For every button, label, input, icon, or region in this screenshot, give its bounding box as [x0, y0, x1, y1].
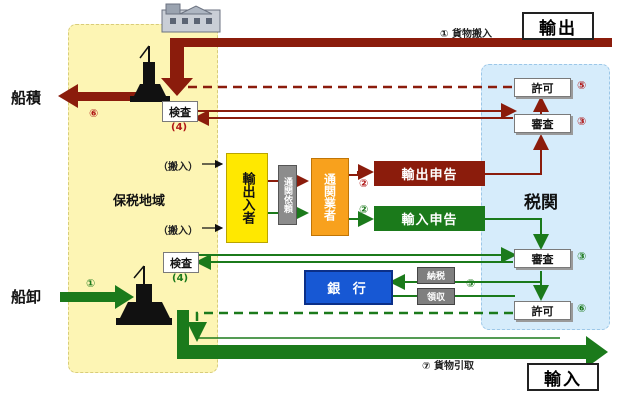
import-declaration-box: 輸入申告 — [374, 206, 485, 231]
cargo-out-label: ⑦ 貨物引取 — [422, 361, 474, 372]
warehouse-icon — [161, 3, 221, 33]
export-decl-to-review — [485, 134, 549, 175]
unloading-label: 船卸 — [11, 288, 42, 306]
broker-request-box: 通関依頼 — [278, 165, 297, 225]
import-main-arrow — [177, 310, 608, 368]
step-3-top: ③ — [577, 115, 587, 128]
review-bottom-box: 審査 — [514, 249, 571, 268]
import-permit-dashed — [187, 311, 513, 342]
inspection-bottom: 検査 — [163, 252, 199, 273]
permit-bottom-box: 許可 — [514, 301, 571, 320]
step-6-bottom: ⑥ — [577, 302, 587, 315]
carry-in-label-2: （搬入） — [158, 226, 198, 237]
bonded-area-label: 保税地域 — [113, 194, 166, 209]
importer-exporter-box: 輸出入者 — [226, 153, 268, 243]
step-2-export: ② — [359, 177, 369, 190]
customs-broker-box: 通関業者 — [311, 158, 349, 236]
step-3-bottom: ③ — [577, 250, 587, 263]
customs-label: 税関 — [524, 193, 558, 213]
tax-payment-box: 納税 — [417, 267, 455, 284]
inspection-top: 検査 — [162, 101, 198, 122]
crane-icon — [116, 265, 172, 325]
cargo-in-label: ① 貨物搬入 — [440, 29, 492, 40]
inspection-top-num: (4) — [171, 122, 188, 133]
step-1-left: ① — [86, 277, 96, 290]
carry-in-label-1: （搬入） — [158, 162, 198, 173]
tax-receipt-box: 領収 — [417, 288, 455, 305]
import-tag: 輸入 — [527, 363, 599, 391]
unloading-arrow — [60, 285, 134, 309]
step-5-bank: ⑤ — [466, 277, 476, 290]
import-decl-to-review — [485, 218, 549, 250]
step-5-top: ⑤ — [577, 79, 587, 92]
step-2-import: ② — [359, 203, 369, 216]
inspection-bottom-num: (4) — [172, 273, 189, 284]
export-loading-arrow — [58, 84, 162, 108]
export-tag: 輸出 — [522, 12, 594, 40]
step-6-left: ⑥ — [89, 107, 99, 120]
crane-icon — [130, 45, 170, 102]
export-declaration-box: 輸出申告 — [374, 161, 485, 186]
permit-top-box: 許可 — [514, 78, 571, 97]
review-top-box: 審査 — [514, 114, 571, 133]
export-main-arrow — [161, 38, 612, 96]
loading-label: 船積 — [11, 89, 42, 107]
bank-box: 銀 行 — [304, 270, 393, 305]
